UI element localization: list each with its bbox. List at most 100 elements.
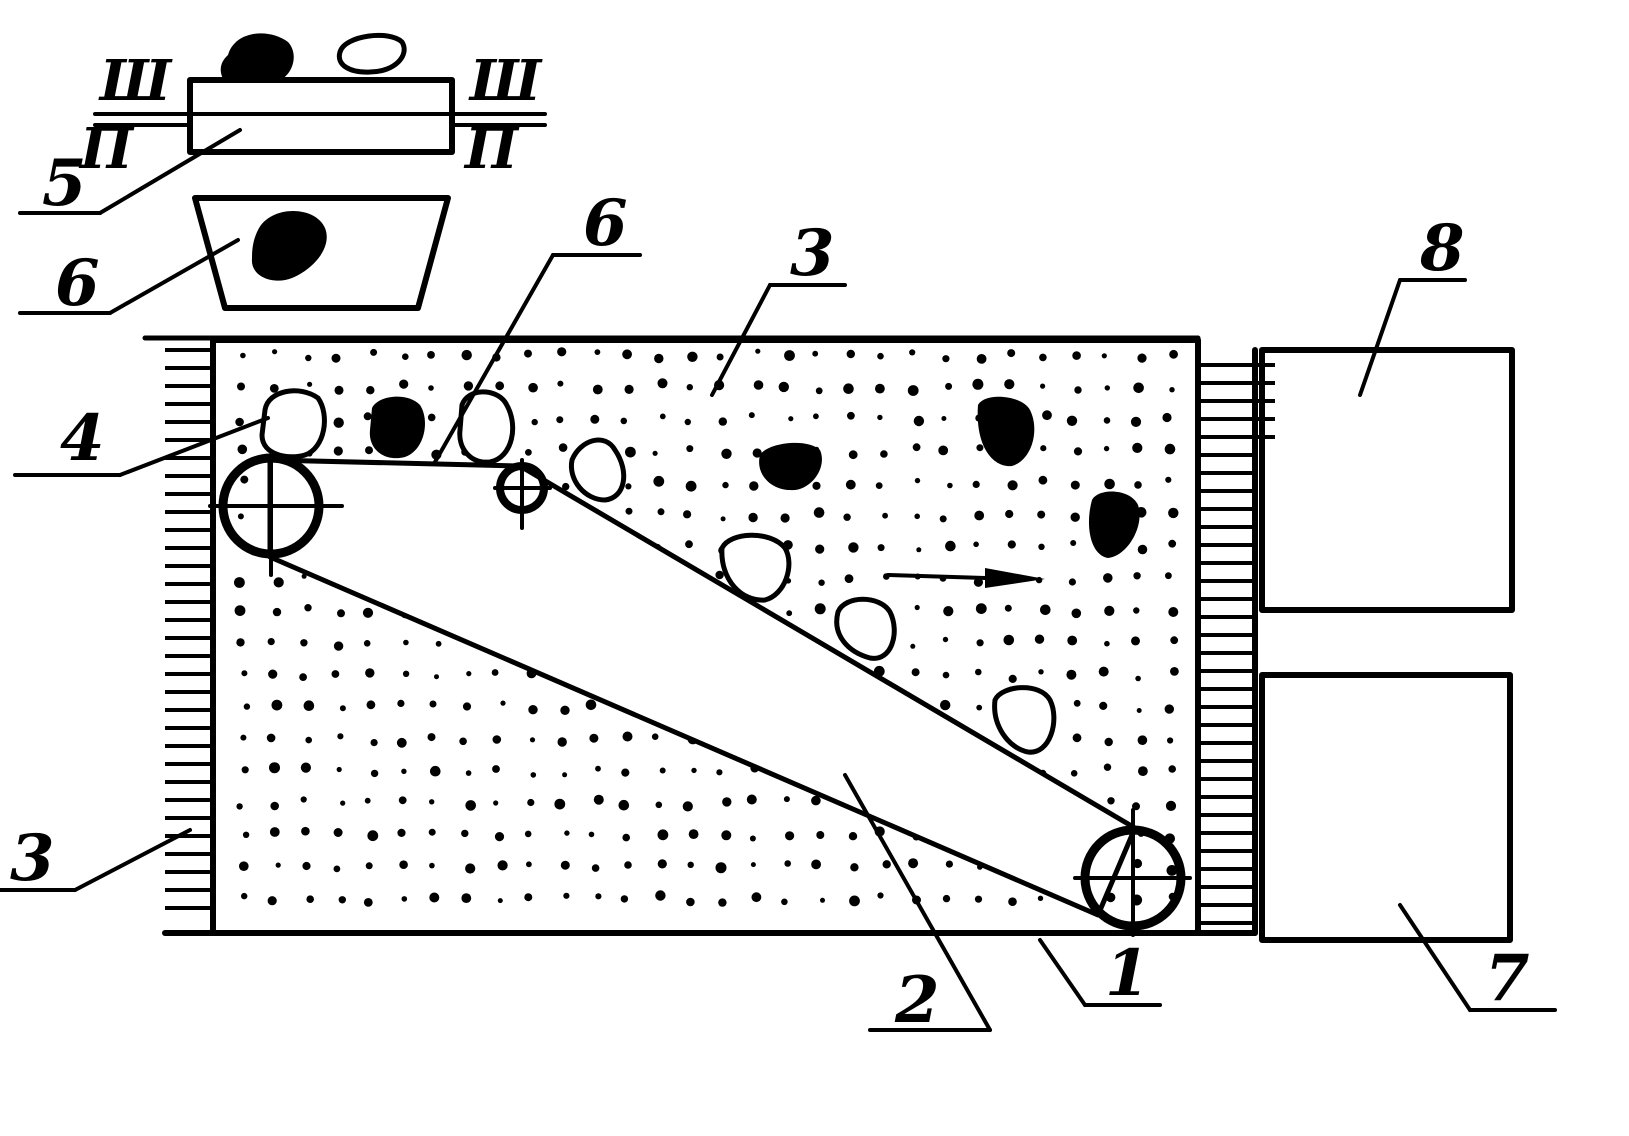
fluid-dot — [266, 733, 276, 743]
fluid-dot — [563, 892, 570, 899]
fluid-dot — [1038, 543, 1045, 550]
fluid-dot — [941, 416, 947, 421]
fluid-dot — [301, 826, 310, 836]
fluid-dot — [882, 860, 891, 869]
fluid-dot — [461, 893, 472, 903]
fluid-dot — [304, 604, 312, 612]
fluid-dot — [849, 895, 860, 907]
fluid-dot — [1040, 445, 1047, 452]
fluid-dot — [564, 830, 570, 836]
fluid-dot — [363, 898, 373, 907]
fluid-dot — [1037, 895, 1044, 901]
fluid-dot — [234, 605, 246, 616]
fluid-dot — [788, 416, 794, 422]
fluid-dot — [1135, 675, 1141, 682]
fluid-dot — [1101, 353, 1107, 359]
leader-belt — [843, 773, 992, 1032]
fluid-dot — [272, 607, 282, 617]
labels: 6 3 8 4 3 2 1 7 — [0, 186, 1557, 1038]
fluid-dot — [267, 638, 275, 646]
fluid-dot — [972, 378, 984, 390]
fluid-dot — [435, 640, 442, 647]
fluid-dot — [811, 859, 821, 870]
upper-container — [1259, 347, 1515, 613]
fluid-dot — [1138, 766, 1148, 776]
fluid-dot — [755, 348, 761, 354]
fluid-dot — [241, 766, 249, 774]
belt-conveyor — [208, 453, 1192, 937]
fluid-dot — [557, 737, 567, 747]
fluid-dot — [336, 766, 342, 773]
fluid-dot — [363, 412, 372, 421]
fluid-dot — [339, 705, 346, 712]
fluid-dot — [1040, 604, 1051, 616]
label-upper-container: 8 — [1419, 211, 1465, 286]
fluid-dot — [299, 673, 307, 681]
fluid-dot — [240, 475, 249, 484]
fluid-dot — [620, 895, 629, 903]
fluid-dot — [909, 349, 916, 356]
fluid-dot — [945, 860, 954, 868]
fluid-dot — [975, 603, 987, 614]
fluid-dot — [1007, 480, 1018, 491]
fluid-dot — [591, 864, 600, 872]
fluid-dot — [1164, 704, 1175, 714]
fluid-dot — [910, 643, 916, 649]
fluid-dot — [237, 513, 244, 520]
fluid-dot — [1003, 634, 1015, 646]
fluid-dot — [557, 380, 564, 387]
fluid-dot — [461, 349, 472, 361]
heavy-particle — [1088, 491, 1140, 558]
fluid-dot — [1165, 572, 1172, 580]
fluid-dot — [300, 762, 311, 773]
fluid-dot — [396, 737, 407, 748]
fluid-dot — [333, 828, 343, 837]
fluid-dot — [429, 799, 435, 805]
leader-fluid-left — [73, 828, 192, 892]
fluid-dot — [814, 603, 826, 615]
fluid-dot — [1104, 385, 1111, 391]
fluid-dot — [845, 479, 856, 490]
fluid-dot — [940, 699, 951, 711]
fluid-dot — [333, 446, 343, 456]
fluid-dot — [365, 668, 375, 678]
fluid-dot — [657, 508, 665, 516]
fluid-dot — [333, 641, 344, 651]
fluid-dot — [1103, 417, 1111, 424]
fluid-dot — [686, 384, 693, 391]
fluid-dot — [685, 540, 693, 549]
fluid-dot — [240, 352, 246, 359]
leader-belt-conveyor — [1038, 938, 1087, 1007]
fluid-dot — [907, 385, 919, 396]
light-particle — [719, 532, 792, 603]
fluid-dot — [402, 353, 409, 361]
fluid-dot — [397, 828, 406, 838]
fluid-dot — [402, 670, 410, 677]
fluid-dot — [1038, 669, 1044, 675]
fluid-dot — [1104, 478, 1115, 490]
fluid-dot — [622, 349, 632, 360]
fluid-dot — [528, 382, 538, 393]
fluid-dot — [815, 387, 823, 395]
fluid-dot — [812, 350, 819, 357]
fluid-dot — [847, 411, 855, 420]
fluid-dot — [590, 414, 600, 424]
fluid-dot — [1137, 735, 1148, 745]
fluid-dot — [269, 827, 280, 837]
fluid-dot — [625, 446, 636, 458]
fluid-dot — [1165, 476, 1172, 483]
fluid-dot — [976, 704, 983, 711]
fluid-dot — [687, 861, 694, 868]
fluid-dot — [270, 801, 280, 811]
drum-assembly: Ш Ш П П 5 — [18, 32, 547, 221]
fluid-dot — [1034, 634, 1045, 644]
fluid-dot — [560, 860, 570, 870]
fluid-dot — [976, 444, 984, 452]
fluid-dot — [1130, 416, 1142, 427]
fluid-dot — [562, 482, 570, 491]
fluid-dot — [783, 796, 790, 803]
fluid-dot — [1004, 379, 1015, 390]
fluid-dot — [1104, 737, 1113, 747]
fluid-dot — [1099, 701, 1108, 711]
